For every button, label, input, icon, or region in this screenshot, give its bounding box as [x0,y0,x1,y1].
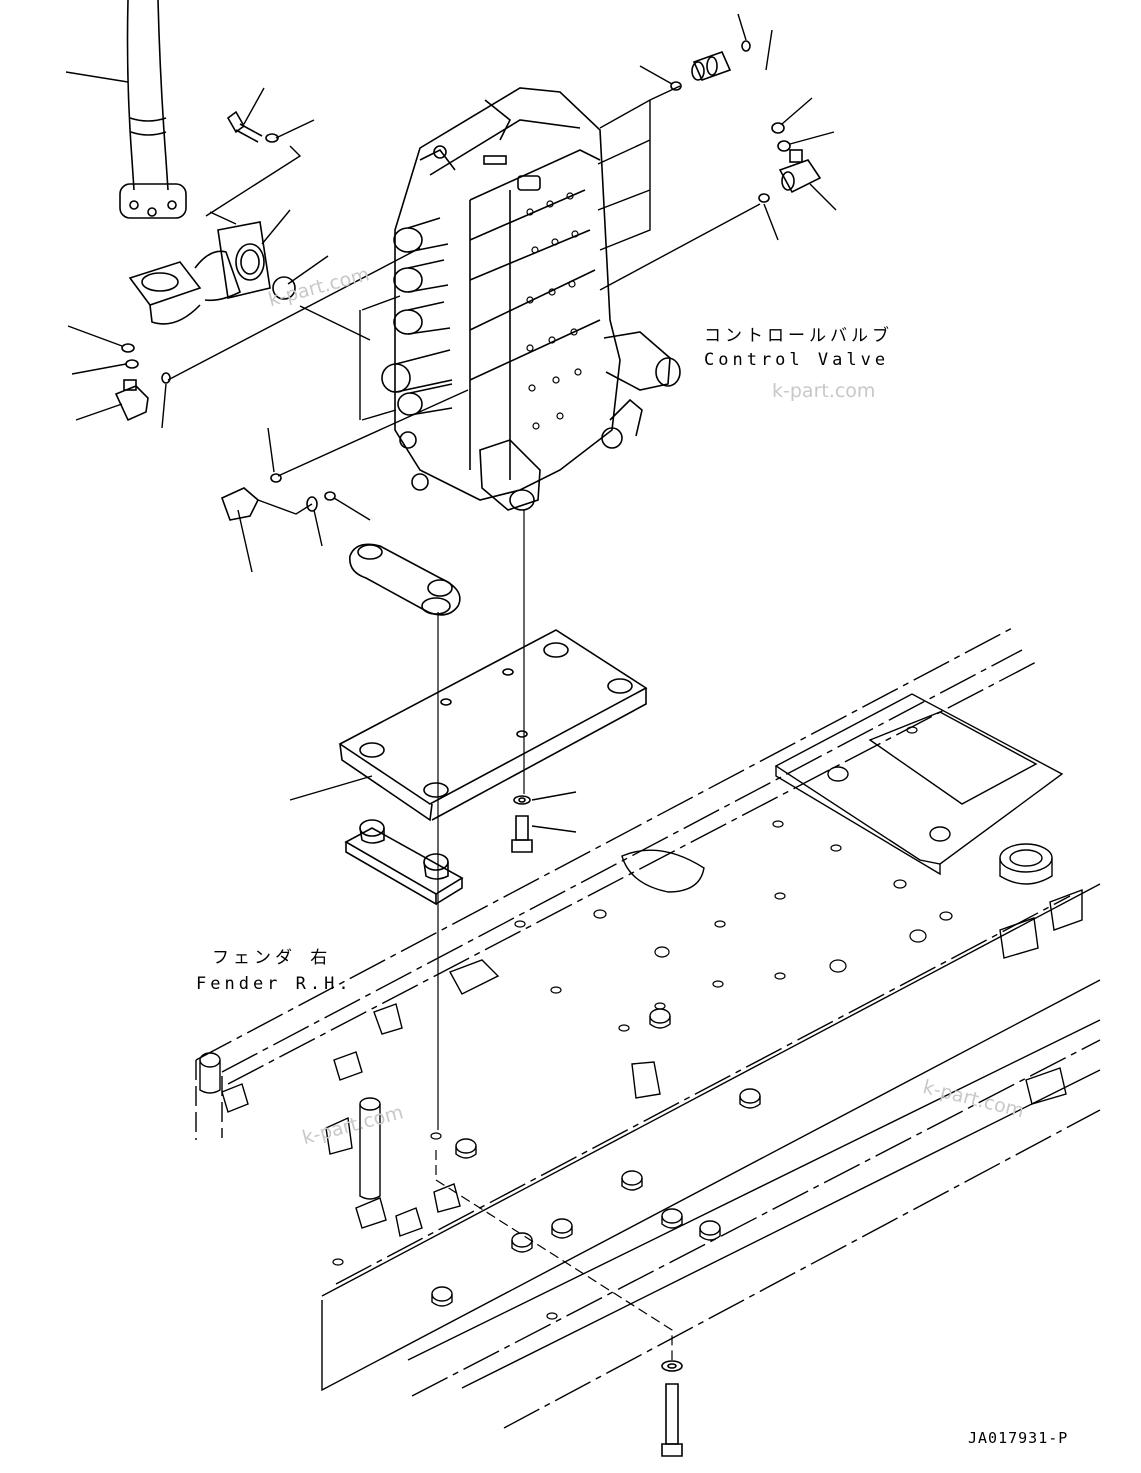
flange-elbow [128,221,296,325]
assembly-centerlines [435,510,673,1360]
rubber-mount [344,819,464,906]
leader-lines [65,13,837,833]
drawing-number: JA017931-P [968,1429,1069,1447]
left-fittings [114,343,336,521]
washer-bolt [511,795,533,853]
fender-rh [195,625,1101,1429]
bracket-link [349,543,461,616]
bolt-top [226,110,279,143]
top-right-fittings [670,40,822,203]
control-valve [381,87,681,511]
hydraulic-hose [119,0,187,219]
bottom-bolt [661,1360,683,1457]
watermark: k-part.com [772,380,876,402]
mounting-plate [338,629,648,822]
fender-label-jp: フェンダ 右 [212,948,332,968]
control-valve-label-en: Control Valve [704,350,890,370]
control-valve-label-jp: コントロールバルブ [704,326,893,346]
fender-label-en: Fender R.H. [196,974,353,994]
